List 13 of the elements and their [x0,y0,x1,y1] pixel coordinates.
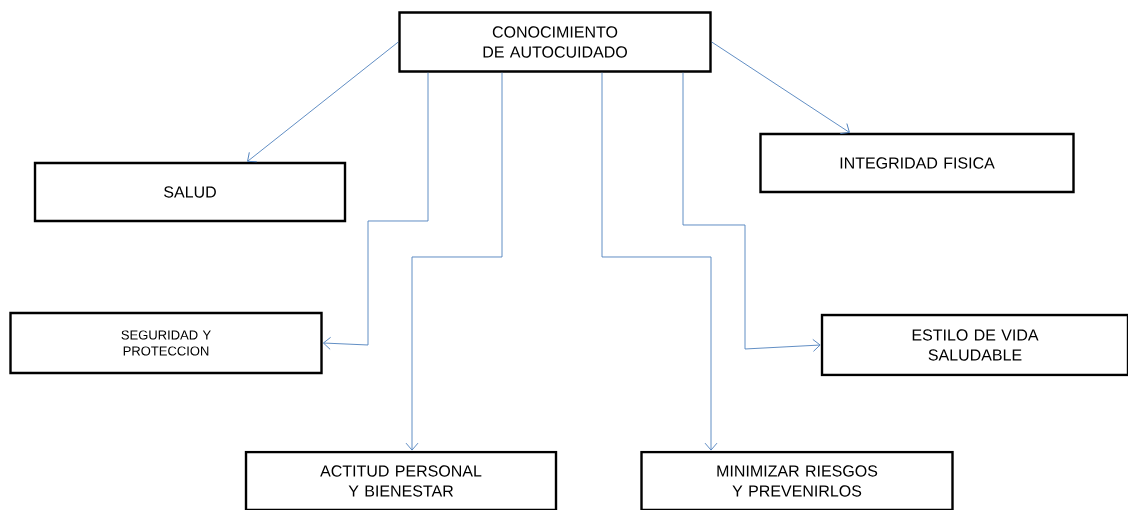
text-box: SALUD [33,161,347,223]
arrow [322,72,429,350]
arrow [405,72,503,451]
arrow [682,72,821,352]
text-box: MINIMIZAR RIESGOS Y PREVENIRLOS [640,450,954,510]
text-box: CONOCIMIENTO DE AUTOCUIDADO [398,11,712,73]
text-box: SEGURIDAD Y PROTECCION [9,311,323,375]
text-box: ESTILO DE VIDA SALUDABLE [820,313,1128,377]
arrow [247,41,399,163]
arrow [601,72,718,451]
text-box: ACTITUD PERSONAL Y BIENESTAR [244,450,558,510]
arrow [711,41,850,135]
text-box: INTEGRIDAD FISICA [759,132,1075,194]
